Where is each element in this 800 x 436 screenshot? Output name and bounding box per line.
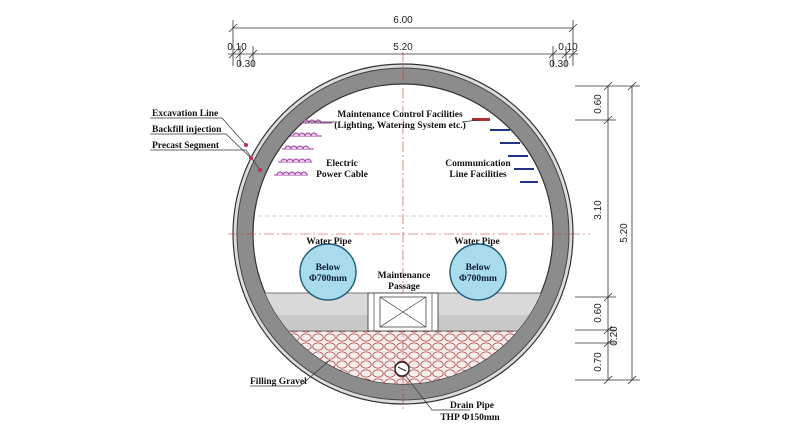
label-maintenance-passage-2: Passage <box>388 282 420 292</box>
label-excavation-line: Excavation Line <box>152 109 218 119</box>
dim-v-top: 0.60 <box>593 94 604 114</box>
label-maintenance-passage-1: Maintenance <box>378 271 431 281</box>
label-filling-gravel: Filling Gravel <box>250 377 307 387</box>
label-pipe-left-1: Below <box>316 263 341 273</box>
dim-v-slab: 0.20 <box>609 326 620 346</box>
label-drain-pipe-1: Drain Pipe <box>450 401 494 411</box>
label-maintenance-control-2: (Lighting, Watering System etc.) <box>334 120 466 131</box>
dim-v-total: 5.20 <box>619 223 630 243</box>
water-pipe-left <box>299 243 357 301</box>
label-communication-2: Line Facilities <box>449 170 507 180</box>
label-pipe-right-1: Below <box>466 263 491 273</box>
dim-right-small: 0.10 <box>558 42 578 53</box>
dim-overall-width: 6.00 <box>393 15 413 26</box>
dim-v-lower: 0.60 <box>593 303 604 323</box>
dim-v-bottom: 0.70 <box>593 352 604 372</box>
communication-trays <box>472 118 538 183</box>
right-dimension-lines <box>575 81 640 385</box>
label-precast-segment: Precast Segment <box>152 141 220 151</box>
leader-lines <box>150 117 479 411</box>
dim-inner-width: 5.20 <box>393 42 413 53</box>
dim-left-offset: 0.30 <box>236 59 256 70</box>
label-drain-pipe-2: THP Φ150mm <box>440 413 499 423</box>
dim-right-offset: 0.30 <box>549 59 569 70</box>
maintenance-passage-frame <box>367 292 439 332</box>
water-pipe-right <box>449 243 507 301</box>
label-water-pipe-right: Water Pipe <box>454 237 499 247</box>
label-communication-1: Communication <box>445 159 511 169</box>
label-water-pipe-left: Water Pipe <box>306 237 351 247</box>
dim-left-small: 0.10 <box>227 42 247 53</box>
label-backfill-injection: Backfill injection <box>152 125 222 135</box>
label-maintenance-control-1: Maintenance Control Facilities <box>337 110 463 120</box>
label-electric-2: Power Cable <box>316 170 368 180</box>
label-pipe-right-2: Φ700mm <box>459 274 497 284</box>
label-electric-1: Electric <box>326 159 358 169</box>
dim-v-middle: 3.10 <box>593 200 604 220</box>
label-pipe-left-2: Φ700mm <box>309 274 347 284</box>
top-dimension-lines <box>228 20 578 66</box>
